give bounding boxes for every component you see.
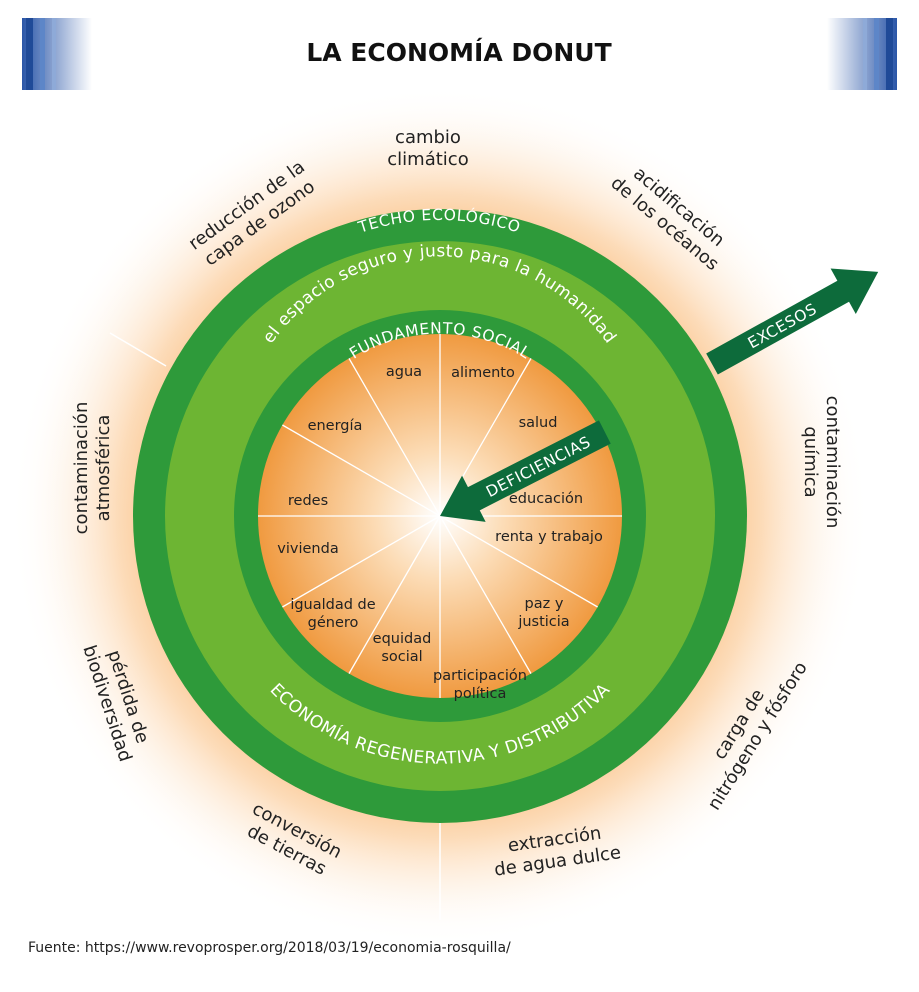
- social-foundation-item: redes: [288, 493, 328, 509]
- social-foundation-item: salud: [519, 415, 558, 431]
- header-left-bars: [22, 18, 92, 90]
- sector-divider: [282, 424, 441, 517]
- social-foundation-item: alimento: [451, 365, 515, 381]
- sector-divider: [282, 515, 441, 608]
- social-foundation-item: energía: [308, 418, 363, 434]
- planetary-boundary-item: contaminaciónquímica: [800, 396, 843, 529]
- source-citation: Fuente: https://www.revoprosper.org/2018…: [28, 940, 511, 956]
- sector-divider: [348, 358, 441, 517]
- social-foundation-item: educación: [509, 491, 583, 507]
- planetary-boundary-item: contaminaciónatmosférica: [71, 402, 114, 535]
- page-title: LA ECONOMÍA DONUT: [306, 38, 611, 67]
- svg-text:contaminaciónatmosférica: contaminaciónatmosférica: [71, 402, 114, 535]
- sector-divider: [439, 515, 532, 674]
- social-foundation-item: agua: [386, 364, 422, 380]
- social-foundation-item: renta y trabajo: [495, 529, 603, 545]
- header-right-bars: [827, 18, 897, 90]
- social-foundation-labels: agua alimento salud educación renta y trabaj…: [277, 364, 603, 702]
- sector-divider: [348, 515, 441, 674]
- social-foundation-item: vivienda: [277, 541, 338, 557]
- svg-text:contaminaciónquímica: contaminaciónquímica: [800, 396, 843, 529]
- sector-divider: [439, 515, 598, 608]
- outer-dividers: [109, 332, 441, 920]
